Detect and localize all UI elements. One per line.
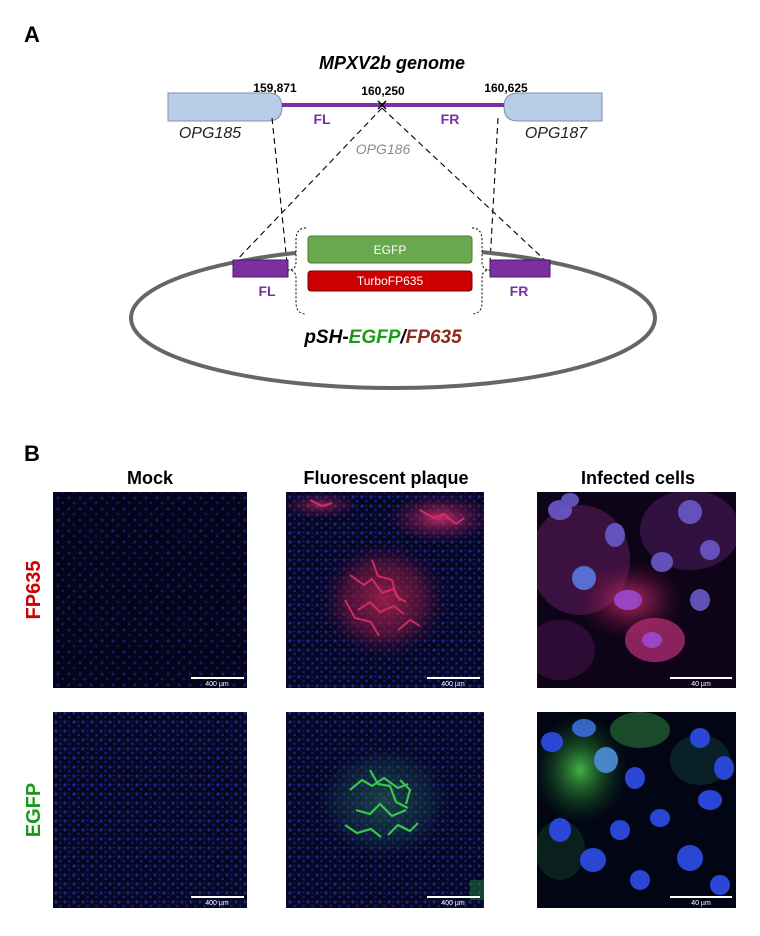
genome-fr-label: FR <box>441 111 460 127</box>
plasmid-name: pSH-EGFP/FP635 <box>303 327 462 348</box>
column-title-infected: Infected cells <box>581 468 695 488</box>
turbo-cassette-label: TurboFP635 <box>357 274 424 288</box>
panel-a-letter: A <box>24 22 40 47</box>
egfp-cassette-box <box>307 235 473 264</box>
scale-bar-label: 400 µm <box>441 900 465 907</box>
image-infected-egfp <box>537 712 736 908</box>
genome-map <box>167 92 603 122</box>
gene-label-opg187: OPG187 <box>525 125 588 142</box>
row-label-fp635: FP635 <box>23 561 45 620</box>
column-title-mock: Mock <box>127 468 174 488</box>
plasmid-fr-label: FR <box>510 283 529 299</box>
turbo-cassette-box <box>307 270 473 292</box>
egfp-cassette-label: EGFP <box>374 243 407 257</box>
plasmid-name-slash: / <box>399 327 407 348</box>
image-mock-egfp <box>53 712 247 908</box>
plasmid-name-fp: FP635 <box>406 327 462 348</box>
gene-box-opg187 <box>503 92 603 122</box>
column-title-plaque: Fluorescent plaque <box>303 468 468 488</box>
image-plaque-fp635 <box>286 492 484 688</box>
scale-bar-label: 40 µm <box>691 900 711 907</box>
coord-left: 159,871 <box>253 81 297 95</box>
gene-box-opg185 <box>167 92 283 122</box>
image-mock-fp635 <box>53 492 247 688</box>
plasmid-fl-label: FL <box>258 283 276 299</box>
scale-bar-label: 400 µm <box>441 681 465 688</box>
cassette-bracket-right <box>471 227 491 315</box>
plasmid-name-prefix: pSH- <box>303 327 348 348</box>
gene-label-opg185: OPG185 <box>179 125 241 142</box>
coord-right: 160,625 <box>484 81 528 95</box>
plasmid-fr-box <box>489 259 551 278</box>
plasmid-name-egfp: EGFP <box>349 327 401 348</box>
row-label-egfp: EGFP <box>23 783 45 837</box>
scale-bar-label: 400 µm <box>205 900 229 907</box>
image-plaque-egfp <box>286 712 484 908</box>
scale-bar-label: 40 µm <box>691 681 711 688</box>
panel-b-letter: B <box>24 441 40 466</box>
recombination-lines <box>233 107 549 264</box>
plasmid-fl-box <box>232 259 289 278</box>
cassette-bracket-left <box>287 227 307 315</box>
scale-bar-label: 400 µm <box>205 681 229 688</box>
coord-mid: 160,250 <box>361 84 405 98</box>
genome-fl-label: FL <box>313 111 331 127</box>
gene-label-opg186: OPG186 <box>356 141 411 157</box>
image-infected-fp635 <box>537 492 736 688</box>
genome-title: MPXV2b genome <box>319 53 465 73</box>
scale-bars: 400 µm 400 µm 40 µm 400 µm 400 µm 40 µm <box>191 677 732 907</box>
